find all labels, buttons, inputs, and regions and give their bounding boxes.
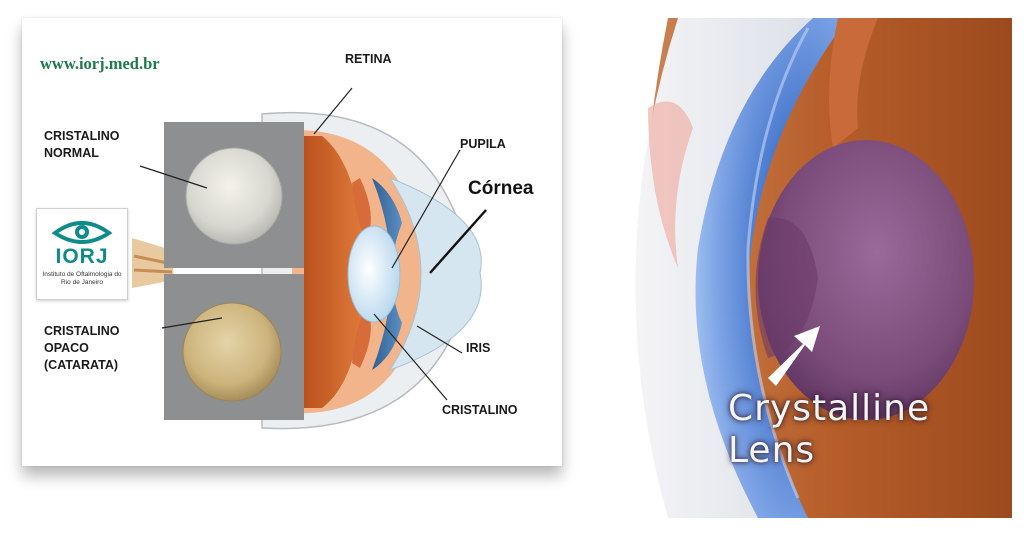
label-line: Crystalline xyxy=(728,388,931,429)
label-cristalino-normal: CRISTALINO NORMAL xyxy=(44,128,119,162)
label-iris: IRIS xyxy=(466,341,491,355)
logo-subtitle: Instituto de Oftalmologia do Rio de Jane… xyxy=(42,271,122,286)
logo-brand: IORJ xyxy=(55,245,109,268)
label-line: CRISTALINO xyxy=(44,324,120,338)
label-cristalino: CRISTALINO xyxy=(442,403,518,417)
eye-anatomy-diagram: www.iorj.med.br RETINA PUPILA Córnea IRI… xyxy=(22,18,562,466)
label-line: CRISTALINO xyxy=(44,129,120,143)
eye-closeup-illustration xyxy=(608,18,1012,518)
crystalline-lens-label: Crystalline Lens xyxy=(728,388,930,472)
eye-logo-icon xyxy=(51,221,113,244)
crystalline-lens-illustration: Crystalline Lens xyxy=(608,18,1012,518)
label-pupila: PUPILA xyxy=(460,137,506,151)
label-cristalino-opaco: CRISTALINO OPACO (CATARATA) xyxy=(44,323,119,374)
label-line: OPACO xyxy=(44,341,89,355)
label-line: Lens xyxy=(728,430,816,471)
label-cornea: Córnea xyxy=(468,178,534,199)
eye-cross-section-illustration xyxy=(132,87,487,430)
label-line: NORMAL xyxy=(44,146,99,160)
iorj-logo: IORJ Instituto de Oftalmologia do Rio de… xyxy=(36,208,128,300)
label-retina: RETINA xyxy=(345,52,392,66)
label-line: (CATARATA) xyxy=(44,358,119,372)
website-url: www.iorj.med.br xyxy=(40,54,160,73)
